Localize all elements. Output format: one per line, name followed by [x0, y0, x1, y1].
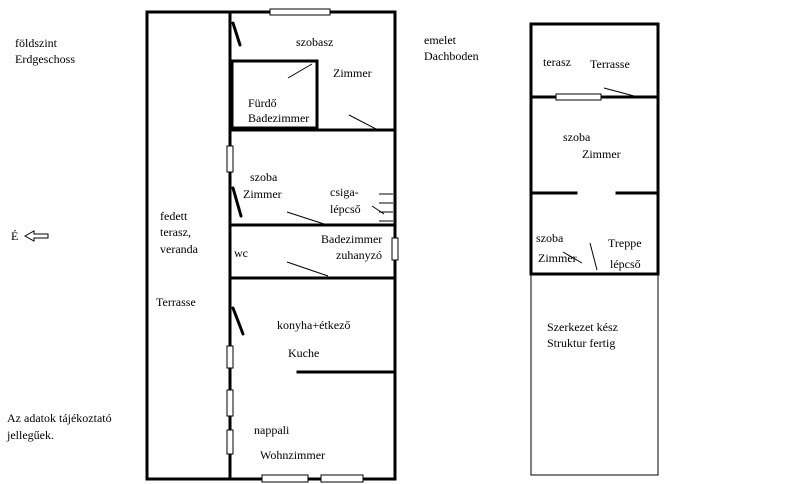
window-right-wc	[391, 237, 399, 261]
window-bottom-2	[320, 474, 364, 483]
veranda-wall	[145, 10, 232, 481]
label-szobasz: szobasz	[296, 35, 333, 49]
window-left-3	[226, 389, 234, 417]
label-zimmer-mid: Zimmer	[243, 187, 282, 201]
label-kuche: Kuche	[288, 346, 319, 360]
bathroom-wall	[230, 59, 319, 130]
door-swing-mid	[286, 211, 325, 225]
title-erdgeschoss: Erdgeschoss	[15, 52, 75, 66]
ground-floor-plan: szobasz Zimmer Fürdő Badezimmer szoba Zi…	[145, 8, 399, 483]
label-szoba-mid: szoba	[250, 170, 278, 184]
note-line-2: jellegűek.	[6, 428, 54, 442]
label-fedett: fedett	[160, 209, 188, 223]
door-top-room	[231, 21, 242, 47]
label-upper-terasz: terasz	[543, 55, 571, 69]
window-left-2	[226, 345, 234, 369]
title-dachboden: Dachboden	[424, 49, 479, 63]
label-wohnzimmer: Wohnzimmer	[260, 448, 325, 462]
label-badezimmer-small: Badezimmer	[248, 111, 309, 125]
label-veranda: veranda	[160, 242, 199, 256]
label-upper-zimmer-top: Zimmer	[582, 147, 621, 161]
label-wc: wc	[234, 246, 248, 260]
upper-swing-terrace	[603, 87, 635, 97]
window-left-1	[226, 145, 234, 173]
label-lepcso: lépcső	[330, 202, 361, 216]
door-kitchen	[231, 306, 245, 336]
window-left-4	[226, 429, 234, 455]
label-upper-terrasse: Terrasse	[590, 57, 630, 71]
upper-window	[555, 93, 602, 101]
label-terasz: terasz,	[160, 225, 191, 239]
door-swing-wc	[286, 261, 329, 277]
window-top	[269, 8, 331, 16]
label-upper-treppe: Treppe	[608, 236, 642, 250]
title-emelet: emelet	[424, 33, 457, 47]
structure-area	[530, 273, 659, 476]
stair-step-diag	[371, 205, 385, 215]
label-nappali: nappali	[254, 423, 290, 437]
door-swing-bath	[287, 63, 313, 79]
north-arrow-icon	[23, 230, 49, 242]
compass-label: É	[11, 229, 18, 243]
label-zuhanyzo: zuhanyzó	[336, 248, 382, 262]
label-konyha: konyha+étkező	[277, 318, 350, 332]
label-csiga: csiga-	[330, 185, 359, 199]
label-zimmer-top: Zimmer	[333, 66, 372, 80]
window-bottom-1	[261, 474, 309, 483]
label-terrasse: Terrasse	[156, 295, 196, 309]
upper-floor-plan: terasz Terrasse szoba Zimmer szoba Zimme…	[529, 22, 660, 476]
upper-swing-stair	[562, 251, 583, 264]
label-badezimmer-row: Badezimmer	[321, 232, 382, 246]
title-foldszint: földszint	[15, 36, 58, 50]
label-upper-szoba-bottom: szoba	[536, 231, 564, 245]
label-structure-hu: Szerkezet kész	[547, 320, 618, 334]
label-structure-de: Struktur fertig	[547, 336, 615, 350]
label-upper-zimmer-bottom: Zimmer	[538, 251, 577, 265]
label-furdo: Fürdő	[248, 96, 277, 110]
note-line-1: Az adatok tájékoztató	[7, 411, 112, 425]
door-mid-room	[231, 186, 243, 218]
label-upper-lepcso: lépcső	[610, 257, 641, 271]
door-swing-top	[348, 114, 377, 130]
label-upper-szoba-top: szoba	[563, 130, 591, 144]
upper-swing-landing	[589, 242, 598, 271]
